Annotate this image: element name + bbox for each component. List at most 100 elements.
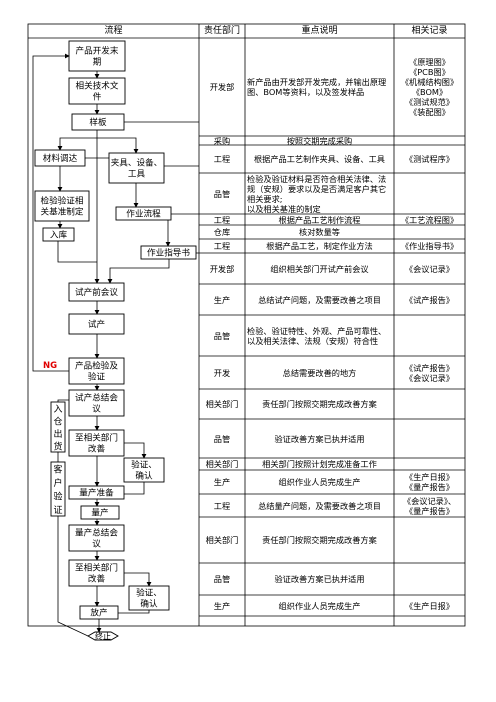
row-dept: 相关部门 — [205, 535, 239, 545]
node-release: 放产 — [79, 605, 119, 620]
row-dept: 品管 — [213, 574, 231, 584]
row-dept: 生产 — [213, 294, 231, 305]
row-desc: 检验及验证材料是否符合相关法律、法规（安规）要求以及是否满足客户其它相关要求; … — [247, 173, 387, 214]
node-customer-verify-char: 验 — [53, 490, 62, 502]
row-records: 《作业指导书》 — [400, 241, 459, 251]
edge-warehouse-to-main — [57, 241, 97, 263]
node-trial: 试产 — [68, 313, 125, 335]
header-process: 流程 — [104, 26, 123, 36]
row-desc: 组织作业人员完成生产 — [278, 600, 361, 611]
row-records — [394, 173, 465, 214]
row-records: 《生产日报》 《量产报告》 — [404, 472, 455, 492]
header-desc: 重点说明 — [301, 26, 338, 36]
row-desc: 相关部门按照计划完成准备工作 — [262, 459, 377, 469]
row-dept: 品管 — [213, 330, 231, 341]
node-work-flow: 作业流程 — [115, 206, 172, 221]
row-records — [394, 517, 465, 563]
row-dept: 品管 — [213, 433, 231, 444]
row-records: 《会议记录》 — [404, 263, 455, 274]
node-stock-out-char: 仓 — [53, 415, 62, 427]
node-trial-label: 试产 — [88, 318, 105, 330]
edge-instruction-to-meeting — [107, 259, 170, 284]
row-desc: 根据产品工艺制作夹具、设备、工具 — [253, 154, 385, 164]
node-pre-trial-meeting: 试产前会议 — [68, 282, 125, 302]
row-dept: 工程 — [213, 500, 231, 511]
row-dept: 开发部 — [209, 263, 235, 274]
node-improve-2-label: 至相关部门 — [75, 562, 118, 574]
edge-summary-to-stock — [57, 399, 69, 402]
node-improve-1-label: 至相关部门 — [75, 432, 118, 444]
node-inspection-label: 产品检验及 — [75, 360, 118, 372]
node-product-dev-end-label: 产品开发末 — [76, 45, 119, 57]
node-verify-1: 验证、确认 — [123, 457, 165, 483]
row-desc: 根据产品工艺，制定作业方法 — [266, 241, 373, 251]
node-improve-2-label: 改善 — [88, 573, 106, 585]
row-records — [394, 458, 465, 470]
node-verify-2-label: 验证、 — [136, 587, 162, 599]
row-records — [394, 225, 465, 239]
node-end: 终止 — [87, 631, 119, 641]
node-stock-out-char: 货 — [53, 440, 62, 452]
row-dept: 工程 — [213, 214, 231, 225]
edge-improve-to-verify — [124, 442, 147, 459]
row-records: 《原理图》 《PCB图》 《机械结构图》 《BOM》 《测试规范》 《装配图》 — [400, 57, 459, 117]
node-customer-verify-char: 户 — [53, 477, 62, 489]
node-fixtures-label: 工具 — [128, 169, 146, 180]
row-desc: 验证改善方案已执并适用 — [274, 433, 365, 444]
row-desc: 核对数量等 — [299, 227, 340, 237]
header-records: 相关记录 — [411, 26, 448, 36]
table-grid — [27, 23, 466, 627]
node-improve-1-label: 改善 — [88, 443, 106, 455]
node-fixtures-label: 夹具、设备、 — [111, 157, 163, 169]
node-stock-out-char: 出 — [53, 428, 62, 440]
row-dept: 品管 — [213, 188, 231, 199]
edge-verify-2-back — [118, 610, 150, 614]
node-inspection-criteria-label: 关基准制定 — [41, 206, 84, 218]
node-work-flow-label: 作业流程 — [126, 208, 161, 220]
row-records: 《试产报告》 《会议记录》 — [404, 362, 455, 383]
node-fixtures: 夹具、设备、工具 — [108, 152, 165, 184]
row-records: 《工艺流程图》 — [400, 214, 459, 225]
edge-sample-to-material — [57, 137, 97, 151]
row-desc: 组织作业人员完成生产 — [278, 477, 361, 487]
row-dept: 仓库 — [213, 227, 231, 237]
table-border — [27, 23, 466, 627]
node-product-dev-end-label: 期 — [93, 57, 102, 68]
row-desc: 验证改善方案已执并适用 — [274, 574, 365, 584]
row-desc: 总结需要改善的地方 — [282, 367, 357, 378]
node-mass-prep: 量产准备 — [68, 485, 125, 500]
row-dept: 采购 — [213, 136, 231, 145]
node-customer-verify-char: 证 — [53, 505, 62, 516]
node-mass-prep-label: 量产准备 — [79, 487, 114, 499]
node-tech-docs-label: 件 — [93, 91, 102, 103]
row-dept: 开发部 — [209, 82, 235, 92]
row-desc: 总结量产问题，及需要改善之项目 — [258, 500, 381, 511]
node-trial-summary-label: 试产总结会 — [75, 392, 118, 404]
row-records — [394, 315, 465, 356]
row-desc: 新产品由开发部开发完成，并输出原理图、BOM等资料，以及签发样品 — [247, 77, 387, 97]
node-material: 材料调达 — [34, 149, 86, 167]
ng-label: NG — [43, 361, 57, 371]
node-verify-2-label: 确认 — [140, 598, 158, 610]
edge-improve-to-verify-2 — [124, 572, 152, 587]
row-records — [394, 136, 465, 145]
node-stock-out-char: 入 — [53, 404, 62, 415]
node-customer-verify-char: 客 — [53, 463, 62, 475]
node-mass: 量产 — [80, 505, 120, 520]
row-dept: 相关部门 — [205, 459, 239, 469]
node-warehouse-in-label: 入库 — [50, 229, 68, 241]
node-material-label: 材料调达 — [43, 152, 78, 164]
row-dept: 工程 — [213, 154, 231, 164]
node-tech-docs-label: 相关技术文 — [76, 80, 119, 92]
row-records — [394, 563, 465, 595]
header-dept: 责任部门 — [203, 26, 240, 36]
row-desc: 总结试产问题，及需要改善之项目 — [258, 294, 381, 305]
row-records: 《测试程序》 — [404, 154, 455, 164]
row-records — [394, 389, 465, 419]
